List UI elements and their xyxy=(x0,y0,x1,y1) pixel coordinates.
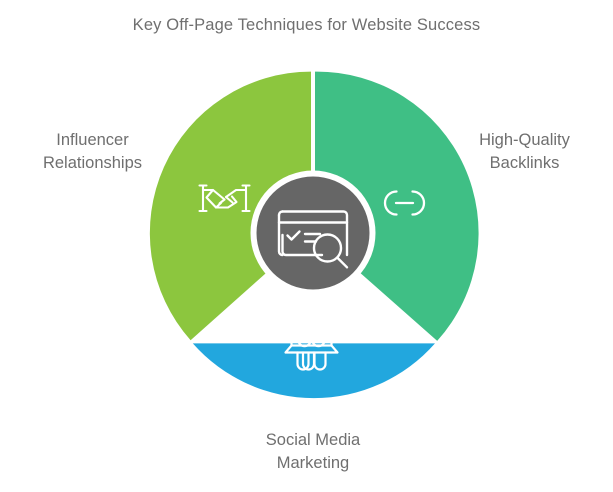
wheel-segment-backlinks[interactable] xyxy=(315,71,479,341)
wheel-segment-social-shape[interactable] xyxy=(192,343,435,399)
segment-label-backlinks: High-Quality Backlinks xyxy=(479,131,570,172)
chain-link-icon xyxy=(383,190,426,216)
page-title: Key Off-Page Techniques for Website Succ… xyxy=(132,16,481,34)
segment-label-influencer: Influencer Relationships xyxy=(42,131,143,172)
segment-label-social: Social Media Marketing xyxy=(265,431,361,472)
wheel-segment-backlinks-shape[interactable] xyxy=(315,71,479,341)
social-mascot-icon xyxy=(284,323,339,371)
website-audit-icon xyxy=(277,210,349,269)
handshake-icon xyxy=(198,184,251,213)
wheel-segment-social[interactable] xyxy=(192,343,435,399)
